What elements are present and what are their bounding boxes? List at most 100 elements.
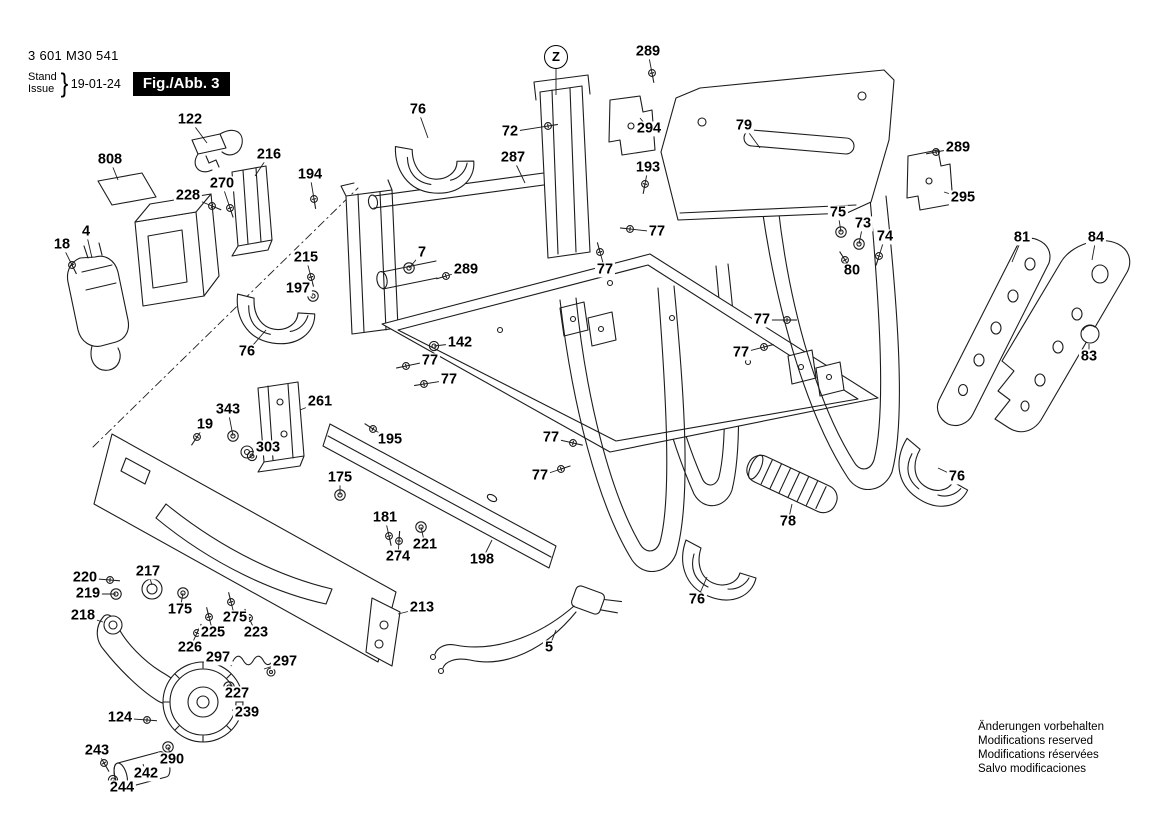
screw-glyph-243 — [100, 759, 110, 772]
leader-line-75 — [837, 212, 842, 233]
leader-line-239 — [231, 709, 248, 714]
screw-glyph-289 — [926, 148, 940, 156]
screw-glyph-220 — [106, 576, 121, 584]
leader-line-217 — [147, 571, 153, 586]
leader-line-223 — [248, 617, 257, 634]
legal-line-en: Modifications reserved — [978, 735, 1094, 747]
issue-date: 19-01-24 — [70, 76, 121, 91]
stand-issue-labels: Stand Issue — [28, 71, 57, 95]
leader-line-297 — [263, 661, 286, 670]
washer-glyph-219 — [110, 588, 122, 600]
issue-label: Issue — [28, 82, 55, 95]
washer-glyph-343 — [227, 430, 239, 442]
leader-line-76 — [937, 467, 958, 478]
part-main-frame — [381, 253, 879, 453]
legal-line-es: Salvo modificaciones — [978, 763, 1087, 775]
leader-line-72 — [509, 125, 549, 133]
screw-glyph-215 — [307, 273, 315, 287]
screw-glyph-77 — [569, 439, 583, 447]
part-brace-plate-84 — [994, 240, 1131, 433]
part-front-panel-213 — [93, 433, 397, 663]
part-leg-right — [761, 195, 900, 491]
screw-glyph-225 — [205, 607, 213, 621]
screw-glyph-77 — [557, 465, 571, 473]
title-block: 3 601 M30 541 Stand Issue } 19-01-24 Fig… — [28, 48, 230, 99]
screw-glyph-77 — [783, 316, 797, 324]
leader-line-77 — [629, 228, 658, 233]
screw-glyph-270 — [226, 204, 234, 218]
washer-glyph-73 — [853, 238, 865, 250]
leader-line-76 — [417, 109, 429, 139]
leader-line-19 — [196, 424, 206, 438]
part-pad-808 — [97, 172, 157, 206]
leader-line-76 — [696, 576, 708, 601]
screw-glyph-74 — [875, 252, 883, 266]
washer-glyph-75 — [835, 226, 847, 238]
leader-line-4 — [85, 231, 93, 259]
screw-glyph-275 — [227, 592, 235, 606]
part-power-cord-5 — [429, 585, 623, 675]
leader-line-221 — [420, 526, 426, 546]
screw-glyph-289 — [436, 272, 450, 280]
part-number: 3 601 M30 541 — [28, 48, 119, 63]
leader-line-198 — [481, 539, 493, 561]
leader-line-242 — [142, 763, 147, 775]
part-latch-4 — [66, 242, 130, 371]
part-clamp-122 — [191, 129, 243, 173]
leader-line-76 — [246, 329, 267, 353]
part-lock-knob-239 — [162, 661, 244, 743]
leader-line-5 — [548, 629, 557, 649]
screw-glyph-195 — [364, 423, 377, 433]
leader-line-297 — [217, 657, 233, 667]
leader-line-343 — [227, 409, 234, 437]
nut-glyph-142 — [428, 340, 440, 352]
part-leg-front-left — [559, 285, 686, 573]
leader-line-122 — [189, 119, 208, 144]
screw-glyph-193 — [641, 180, 649, 194]
leader-line-274 — [397, 540, 400, 558]
part-knob-83 — [1080, 324, 1100, 344]
screw-glyph-226 — [193, 623, 202, 637]
part-pivot-tube — [376, 260, 438, 290]
part-cam-lever-218 — [96, 614, 180, 705]
leader-line-294 — [639, 117, 650, 130]
screw-glyph-228 — [208, 202, 222, 211]
screw-glyph-77 — [414, 380, 428, 388]
part-spring-297 — [232, 655, 276, 677]
leader-line-124 — [119, 717, 148, 721]
screw-glyph-289 — [648, 69, 656, 83]
screw-glyph-194 — [310, 195, 318, 209]
stand-label: Stand — [28, 71, 57, 83]
nut-glyph-303 — [246, 450, 258, 462]
brace-glyph: } — [60, 68, 69, 98]
screw-glyph-124 — [143, 716, 158, 724]
part-bracket-294 — [608, 95, 656, 156]
legal-line-fr: Modifications réservées — [978, 749, 1099, 761]
washer-glyph-290 — [162, 741, 174, 753]
screw-glyph-274 — [395, 530, 403, 545]
leader-line-261 — [299, 401, 321, 411]
leader-line-79 — [743, 125, 761, 149]
washer-glyph-7 — [403, 262, 415, 274]
legal-note: Änderungen vorbehalten Modifications res… — [978, 720, 1104, 776]
washer-glyph-175 — [334, 489, 346, 501]
screw-glyph-77 — [596, 242, 604, 256]
leader-line-84 — [1091, 237, 1097, 261]
part-handle-grip — [746, 454, 838, 514]
leader-line-216 — [254, 154, 270, 177]
screw-glyph-77 — [760, 343, 774, 351]
part-bracket-216 — [231, 165, 273, 257]
leader-line-7 — [408, 252, 423, 269]
part-rail-198 — [322, 423, 557, 569]
part-support-bracket-79 — [660, 69, 895, 221]
part-cross-tube-287 — [367, 169, 567, 210]
leader-line-226 — [189, 632, 198, 649]
washer-glyph-175 — [177, 587, 189, 599]
part-rear-center-post — [533, 74, 591, 259]
leader-line-287 — [512, 157, 526, 184]
screw-glyph-72 — [544, 122, 558, 130]
leader-line-81 — [1011, 237, 1023, 263]
